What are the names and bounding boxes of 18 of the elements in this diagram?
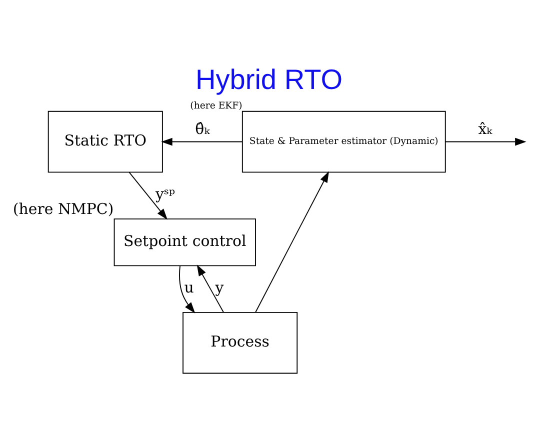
arrow — [161, 138, 243, 146]
arrow — [128, 172, 168, 220]
edge-label: yˢᵖ — [156, 185, 175, 204]
diagram-title: Hybrid RTO — [195, 64, 343, 95]
arrow — [196, 264, 224, 313]
edge-label: x̂ₖ — [478, 120, 492, 138]
node-box: Process — [182, 312, 298, 374]
node-label: (here EKF) — [190, 100, 242, 112]
arrow — [255, 171, 329, 313]
edge-label: u — [184, 278, 194, 297]
node-box: State & Parameter estimator (Dynamic) — [242, 110, 446, 173]
edge-label: y — [215, 278, 224, 297]
node-box: Setpoint control — [114, 218, 256, 266]
node-box: Static RTO — [48, 110, 163, 173]
edge-label: θ̂ₖ — [195, 120, 210, 138]
node-label: (here NMPC) — [12, 200, 114, 218]
arrow — [179, 265, 196, 314]
arrow — [445, 138, 526, 146]
